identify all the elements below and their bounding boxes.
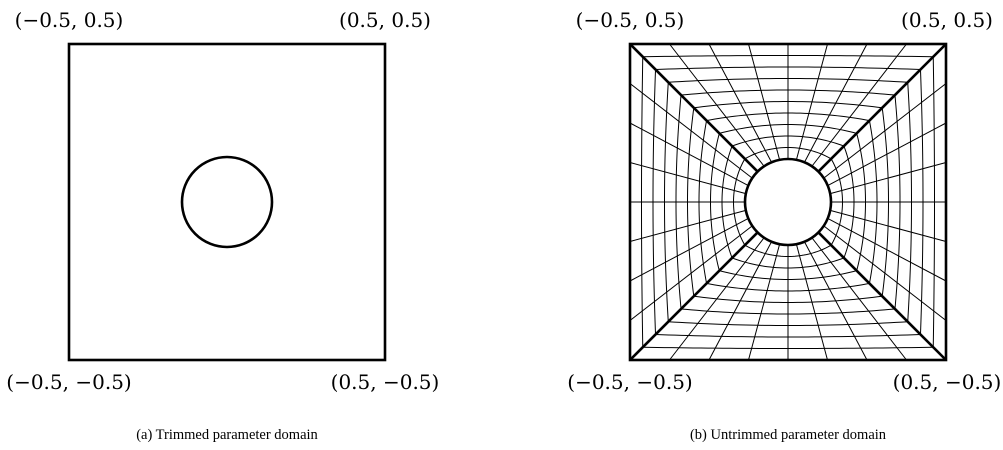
mesh-ring-curve xyxy=(655,333,921,338)
corner-label-bottom-right: (0.5, −0.5) xyxy=(893,370,1002,394)
panel-a-caption: (a) Trimmed parameter domain xyxy=(136,427,318,443)
mesh-ring-curve xyxy=(932,56,935,348)
mesh-ring-curve xyxy=(868,120,878,284)
mesh-diagonal-line xyxy=(817,231,947,361)
corner-label-bottom-left: (−0.5, −0.5) xyxy=(567,370,692,394)
mesh-diagonal-line xyxy=(629,231,759,361)
mesh-bold-lines xyxy=(628,42,948,362)
panel-untrimmed: (−0.5, 0.5) (0.5, 0.5) (−0.5, −0.5) (0.5… xyxy=(567,8,1001,443)
mesh-ring-curve xyxy=(641,56,644,348)
mesh-ring-curve xyxy=(675,94,682,310)
mesh-ring-curve xyxy=(721,145,733,259)
mesh-ring-curve xyxy=(706,282,870,292)
mesh-ring-curve xyxy=(919,69,924,335)
mesh-ring-curve xyxy=(686,107,695,297)
mesh-ring-curve xyxy=(668,77,908,83)
mesh-ring-curve xyxy=(693,295,883,304)
mesh-ring-curve xyxy=(693,100,883,109)
mesh-ring-curve xyxy=(698,120,708,284)
corner-label-top-left: (−0.5, 0.5) xyxy=(576,8,685,32)
mesh-ring-curve xyxy=(830,158,844,246)
corner-label-top-left: (−0.5, 0.5) xyxy=(15,8,124,32)
mesh-ring-curve xyxy=(744,146,832,160)
mesh-ring-curve xyxy=(680,308,896,315)
trimmed-domain-square xyxy=(67,42,387,362)
mesh-ring-curve xyxy=(706,112,870,122)
untrimmed-domain-square xyxy=(628,42,948,362)
panel-trimmed: (−0.5, 0.5) (0.5, 0.5) (−0.5, −0.5) (0.5… xyxy=(6,8,439,443)
mesh-ring-curve xyxy=(907,82,913,322)
mesh-ring-curve xyxy=(655,66,921,71)
mesh-ring-curve xyxy=(731,135,845,147)
mesh-ring-curve xyxy=(731,257,845,269)
mesh-ring-curve xyxy=(744,244,832,258)
mesh-ring-curve xyxy=(652,69,657,335)
mesh-ring-curve xyxy=(709,133,720,271)
mesh-ring-curve xyxy=(881,107,890,297)
trim-hole-circle xyxy=(180,155,274,249)
mesh-ring-curve xyxy=(668,321,908,327)
mesh-ring-curve xyxy=(894,94,901,310)
corner-label-bottom-left: (−0.5, −0.5) xyxy=(6,370,131,394)
mesh-ring-curve xyxy=(642,346,934,349)
mesh-ring-curve xyxy=(856,133,867,271)
mesh-ring-curve xyxy=(680,89,896,96)
corner-label-top-right: (0.5, 0.5) xyxy=(339,8,431,32)
mesh-ring-curve xyxy=(719,123,857,134)
mesh-thin-lines xyxy=(629,43,947,361)
mesh-ring-curve xyxy=(719,270,857,281)
corner-label-top-right: (0.5, 0.5) xyxy=(901,8,993,32)
mesh-diagonal-line xyxy=(817,43,947,173)
mesh-ring-curve xyxy=(663,82,669,322)
mesh-ring-curve xyxy=(642,55,934,58)
mesh-diagonal-line xyxy=(629,43,759,173)
panel-b-caption: (b) Untrimmed parameter domain xyxy=(690,427,887,443)
mesh-ring-curve xyxy=(843,145,855,259)
mesh-ring-curve xyxy=(732,158,746,246)
corner-label-bottom-right: (0.5, −0.5) xyxy=(331,370,440,394)
inner-boundary-circle xyxy=(743,157,833,247)
